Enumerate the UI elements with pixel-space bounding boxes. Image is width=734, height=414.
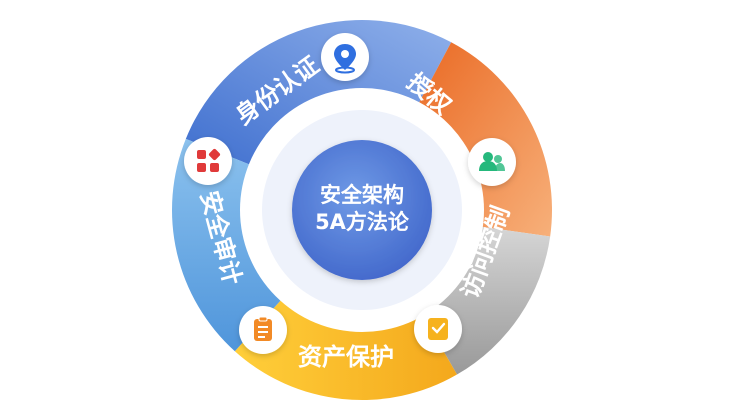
badge-security-audit <box>184 137 232 185</box>
badge-asset-protection-left <box>239 306 287 354</box>
clipboard-icon <box>254 316 272 341</box>
badge-access-control <box>468 138 516 186</box>
label-asset-protection: 资产保护 <box>298 343 394 371</box>
grid-apps-icon <box>197 148 221 172</box>
center-title-line-2: 5A方法论 <box>315 210 410 234</box>
badge-asset-protection-right <box>414 305 462 353</box>
center-title-line-1: 安全架构 <box>320 183 404 207</box>
users-icon <box>479 152 505 171</box>
location-pin-icon <box>334 44 356 74</box>
center-circle <box>292 140 432 280</box>
segment-security-audit <box>171 138 284 352</box>
badge-identity-auth <box>321 33 369 81</box>
shield-check-icon <box>428 318 448 340</box>
segment-identity-auth <box>185 19 452 166</box>
